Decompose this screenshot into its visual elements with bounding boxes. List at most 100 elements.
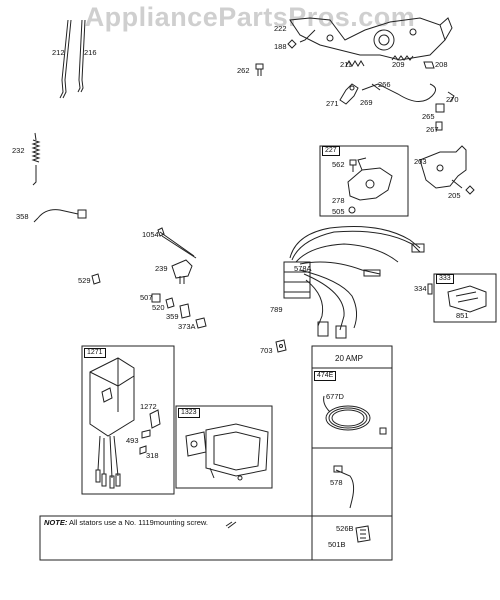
part-318 [139, 445, 147, 455]
part-493 [141, 429, 151, 439]
screw-1054 [157, 227, 197, 259]
screw-188 [287, 39, 297, 49]
part-267 [435, 121, 443, 131]
part-205 [465, 185, 475, 195]
label-1272: 1272 [140, 402, 157, 411]
harness-358 [33, 209, 87, 223]
nut-373a [195, 317, 207, 329]
label-1054: 1054 [142, 230, 159, 239]
part-703 [275, 339, 287, 353]
note-text: NOTE: All stators use a No. 1119mounting… [44, 518, 208, 527]
label-188: 188 [274, 42, 287, 51]
label-520: 520 [152, 303, 165, 312]
label-529: 529 [78, 276, 91, 285]
label-262: 262 [237, 66, 250, 75]
bolt-262 [255, 63, 264, 76]
label-505: 505 [332, 207, 345, 216]
spring-211 [345, 60, 365, 67]
box-227 [319, 145, 409, 217]
label-318: 318 [146, 451, 159, 460]
label-212: 212 [52, 48, 65, 57]
label-474e: 474E [314, 371, 337, 381]
harness-578a [289, 226, 425, 331]
label-501b: 501B [328, 540, 346, 549]
label-203: 203 [414, 157, 427, 166]
screw-note [225, 521, 237, 529]
wire-578 [333, 465, 355, 509]
part-265 [435, 103, 445, 113]
label-851: 851 [456, 311, 469, 320]
bracket-assembly-top [289, 17, 453, 61]
label-222: 222 [274, 24, 287, 33]
box-526b [311, 515, 393, 561]
bracket-203 [419, 145, 467, 189]
lever-271 [339, 83, 359, 105]
bracket-227 [347, 157, 393, 201]
part-333 [447, 285, 487, 313]
label-205: 205 [448, 191, 461, 200]
note-body: All stators use a No. 1119mounting screw… [69, 518, 208, 527]
label-227: 227 [322, 146, 340, 156]
part-526b [355, 525, 371, 543]
label-232: 232 [12, 146, 25, 155]
label-358: 358 [16, 212, 29, 221]
coil-677d [323, 395, 371, 431]
watermark: AppliancePartsPros.com [84, 2, 416, 32]
label-269: 269 [360, 98, 373, 107]
part-529 [91, 273, 101, 285]
clip-520 [165, 297, 175, 309]
rod-216 [77, 19, 86, 93]
label-1323: 1323 [178, 408, 200, 418]
label-265: 265 [422, 112, 435, 121]
label-334: 334 [414, 284, 427, 293]
label-211: 211 [340, 60, 352, 69]
label-271: 271 [326, 99, 339, 108]
rod-212 [59, 19, 72, 99]
label-278: 278 [332, 196, 345, 205]
label-789: 789 [270, 305, 283, 314]
label-216: 216 [84, 48, 97, 57]
label-507: 507 [140, 293, 153, 302]
spring-209 [391, 55, 414, 61]
label-270: 270 [446, 95, 459, 104]
clip-270 [447, 91, 455, 103]
label-239: 239 [155, 264, 168, 273]
screw-562 [349, 159, 357, 172]
connector-789 [283, 261, 347, 339]
label-493: 493 [126, 436, 139, 445]
clip-507 [151, 293, 161, 303]
box-578 [311, 447, 393, 517]
label-20-amp: 20 AMP [335, 354, 364, 363]
screw-334 [427, 283, 433, 295]
part-677d-plug [379, 427, 387, 435]
part-208 [423, 61, 435, 69]
box-1271 [81, 345, 175, 495]
note-prefix: NOTE: [44, 518, 68, 527]
panel-1323 [185, 423, 269, 481]
label-1271: 1271 [84, 348, 106, 358]
label-266: 266 [378, 80, 391, 89]
label-208: 208 [435, 60, 448, 69]
label-267: 267 [426, 125, 439, 134]
switch-239 [171, 259, 193, 284]
part-1272 [149, 409, 161, 429]
washer-505 [348, 206, 356, 214]
label-562: 562 [332, 160, 345, 169]
spring-232 [31, 132, 41, 186]
cable-266 [361, 83, 436, 102]
label-526b: 526B [336, 524, 354, 533]
label-677d: 677D [326, 392, 344, 401]
label-333: 333 [436, 274, 454, 284]
label-578: 578 [330, 478, 343, 487]
label-373a: 373A [178, 322, 196, 331]
part-359 [179, 303, 191, 319]
label-703: 703 [260, 346, 273, 355]
label-359: 359 [166, 312, 179, 321]
box-333 [433, 273, 497, 323]
label-209: 209 [392, 60, 405, 69]
label-578a: 578A [294, 264, 312, 273]
stator-1271 [89, 357, 135, 489]
box-1323 [175, 405, 273, 489]
